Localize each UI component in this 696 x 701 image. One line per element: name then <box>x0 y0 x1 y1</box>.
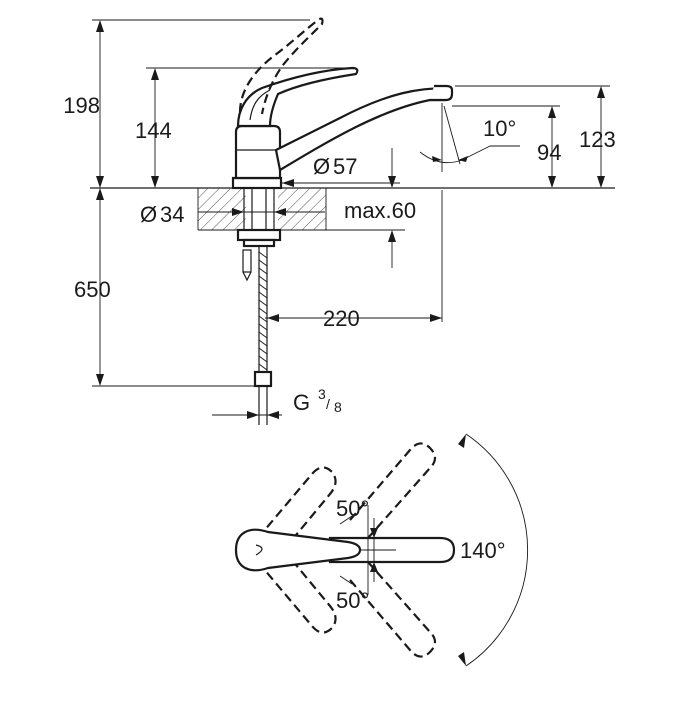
dim-57-symbol: Ø <box>313 154 330 179</box>
dim-34-symbol: Ø <box>140 202 157 227</box>
dim-94-label: 94 <box>537 140 561 165</box>
dim-198-label: 198 <box>63 93 100 118</box>
spout-dashed-positions <box>349 442 437 658</box>
thread-letter: G <box>293 390 310 415</box>
dim-144-label: 144 <box>135 118 172 143</box>
dim-220-label: 220 <box>323 306 360 331</box>
dim-thread: G 3 / 8 <box>212 386 342 419</box>
dim-max-60-label: max.60 <box>344 198 416 223</box>
dim-140-label: 140° <box>460 538 506 563</box>
dim-10-label: 10° <box>483 116 516 141</box>
lever-dashed-positions <box>257 466 337 634</box>
thread-denominator: 8 <box>334 399 342 415</box>
lever-top <box>234 528 362 572</box>
dim-650-label: 650 <box>74 277 111 302</box>
dim-50-up-label: 50° <box>336 496 369 521</box>
faucet-body <box>231 17 454 425</box>
dim-max-60: max.60 <box>326 148 416 268</box>
dim-57-label: 57 <box>333 154 357 179</box>
dim-diameter-57: Ø 57 <box>280 154 400 187</box>
dim-diameter-34: Ø 34 <box>140 202 325 227</box>
thread-numerator: 3 <box>318 386 326 402</box>
thread-slash: / <box>326 396 330 412</box>
dim-123-label: 123 <box>579 127 616 152</box>
dim-198: 198 <box>63 19 310 188</box>
swivel-arc <box>465 433 529 667</box>
dim-50-down-label: 50° <box>336 588 369 613</box>
dim-220: 220 <box>265 190 443 331</box>
top-view: 140° 50° 50° <box>234 433 529 667</box>
deck-section <box>197 188 327 231</box>
dim-144: 144 <box>135 67 350 188</box>
dim-34-label: 34 <box>160 202 184 227</box>
side-view: 198 144 Ø 57 Ø 34 <box>63 17 616 425</box>
dim-123: 123 <box>455 85 616 188</box>
dim-94: 94 <box>452 105 561 188</box>
dim-angle-10: 10° <box>419 103 520 172</box>
dim-650: 650 <box>74 188 256 387</box>
